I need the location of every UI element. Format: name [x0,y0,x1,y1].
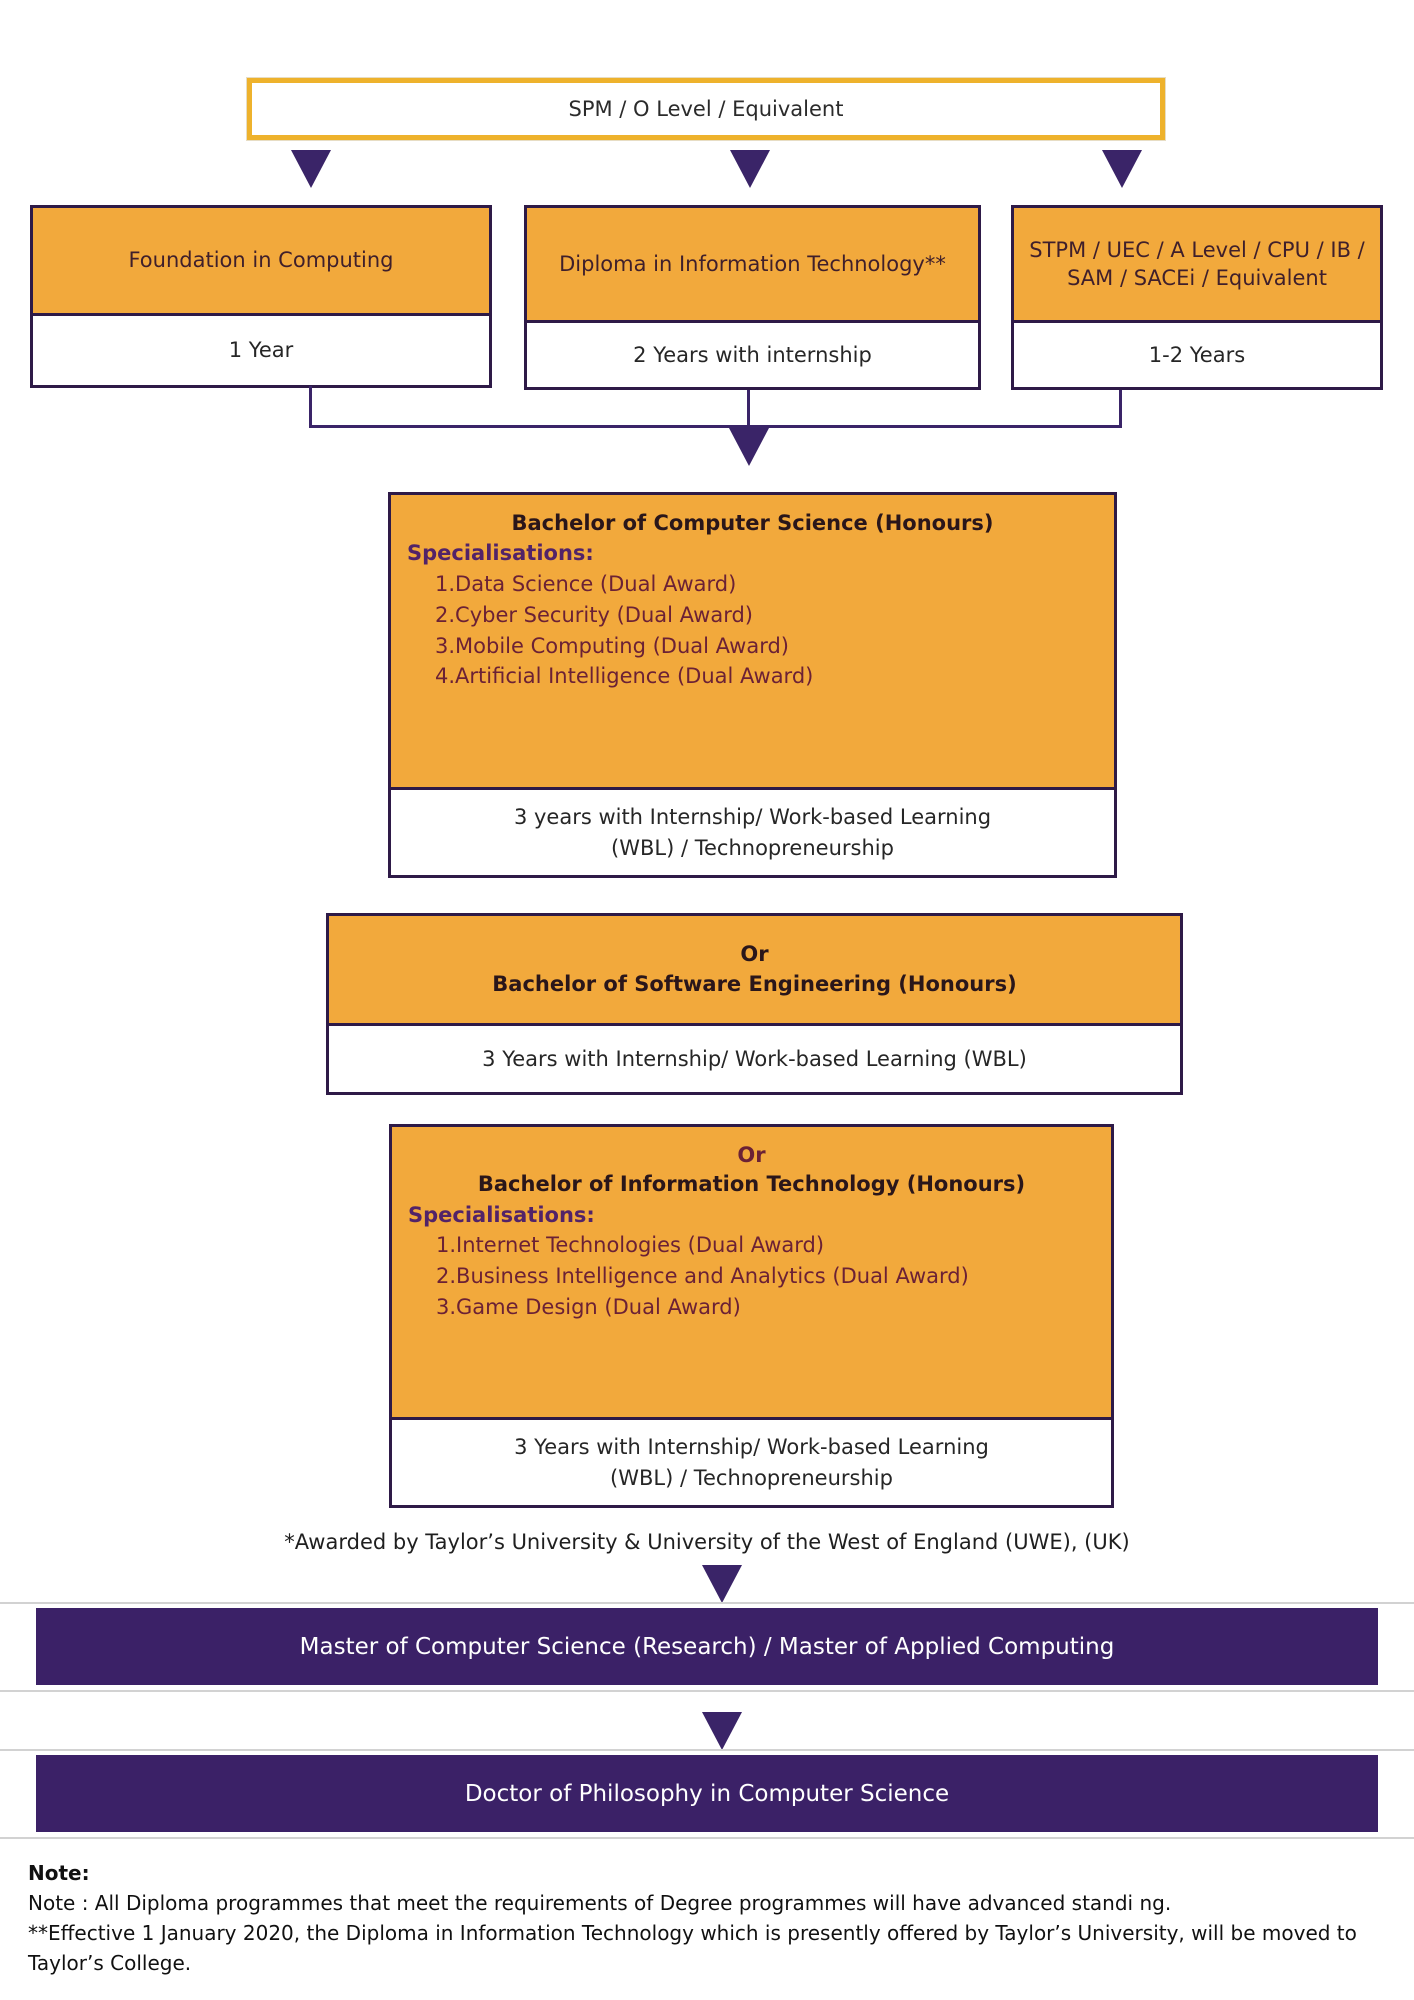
awarded-by-footnote: *Awarded by Taylor’s University & Univer… [284,1530,1130,1554]
spec-item: 1.Internet Technologies (Dual Award) [436,1233,825,1258]
bachelor-it-spec-list: 1.Internet Technologies (Dual Award) 2.Bu… [408,1230,1095,1323]
bachelor-cs-spec-list: 1.Data Science (Dual Award) 2.Cyber Secur… [407,569,1098,692]
spec-item: 3.Game Design (Dual Award) [436,1294,741,1319]
bachelor-it-title: Bachelor of Information Technology (Hono… [477,1172,1026,1197]
divider-line [0,1749,1414,1751]
spec-item: 2.Business Intelligence and Analytics (D… [436,1264,969,1289]
bachelor-it-box: Or Bachelor of Information Technology (H… [389,1124,1114,1508]
bachelor-se-box: Or Bachelor of Software Engineering (Hon… [326,913,1183,1095]
bachelor-se-title: Bachelor of Software Engineering (Honour… [492,971,1017,996]
notes-block: Note: Note : All Diploma programmes that… [28,1858,1392,1978]
foundation-title: Foundation in Computing [33,208,489,316]
entry-qualification-label: SPM / O Level / Equivalent [568,97,844,121]
connector-line [309,386,312,428]
phd-bar: Doctor of Philosophy in Computer Science [36,1755,1378,1832]
arrow-down-icon [729,428,769,466]
connector-line [309,425,1122,428]
bachelor-cs-title: Bachelor of Computer Science (Honours) [511,511,994,535]
bachelor-cs-spec-label: Specialisations: [407,541,594,566]
note-line: Note : All Diploma programmes that meet … [28,1891,1172,1915]
arrow-down-icon [730,150,770,188]
spec-item: 1.Data Science (Dual Award) [435,571,737,596]
pre-u-box: STPM / UEC / A Level / CPU / IB / SAM / … [1011,205,1383,390]
arrow-down-icon [702,1712,742,1750]
pre-u-duration: 1-2 Years [1014,323,1380,387]
bachelor-it-duration: 3 Years with Internship/ Work-based Lear… [392,1420,1111,1505]
note-line: **Effective 1 January 2020, the Diploma … [28,1921,1357,1975]
connector-line [747,390,750,428]
entry-qualification-box: SPM / O Level / Equivalent [247,78,1165,140]
master-bar: Master of Computer Science (Research) / … [36,1608,1378,1685]
spec-item: 4.Artificial Intelligence (Dual Award) [435,664,814,689]
bachelor-cs-duration: 3 years with Internship/ Work-based Lear… [391,790,1114,875]
bachelor-se-duration: 3 Years with Internship/ Work-based Lear… [329,1026,1180,1092]
diploma-box: Diploma in Information Technology** 2 Ye… [524,205,981,390]
note-heading: Note: [28,1861,90,1885]
arrow-down-icon [702,1565,742,1603]
diploma-duration: 2 Years with internship [527,323,978,387]
or-label: Or [737,1143,766,1167]
divider-line [0,1602,1414,1604]
spec-item: 2.Cyber Security (Dual Award) [435,602,753,627]
bachelor-cs-box: Bachelor of Computer Science (Honours) S… [388,492,1117,878]
foundation-box: Foundation in Computing 1 Year [30,205,492,388]
foundation-duration: 1 Year [33,316,489,385]
diploma-title: Diploma in Information Technology** [527,208,978,323]
bachelor-it-spec-label: Specialisations: [408,1202,595,1227]
divider-line [0,1837,1414,1839]
arrow-down-icon [1102,150,1142,188]
or-label: Or [740,942,769,967]
spec-item: 3.Mobile Computing (Dual Award) [435,633,789,658]
divider-line [0,1690,1414,1692]
connector-line [1119,390,1122,428]
arrow-down-icon [291,150,331,188]
pre-u-title: STPM / UEC / A Level / CPU / IB / SAM / … [1014,208,1380,323]
